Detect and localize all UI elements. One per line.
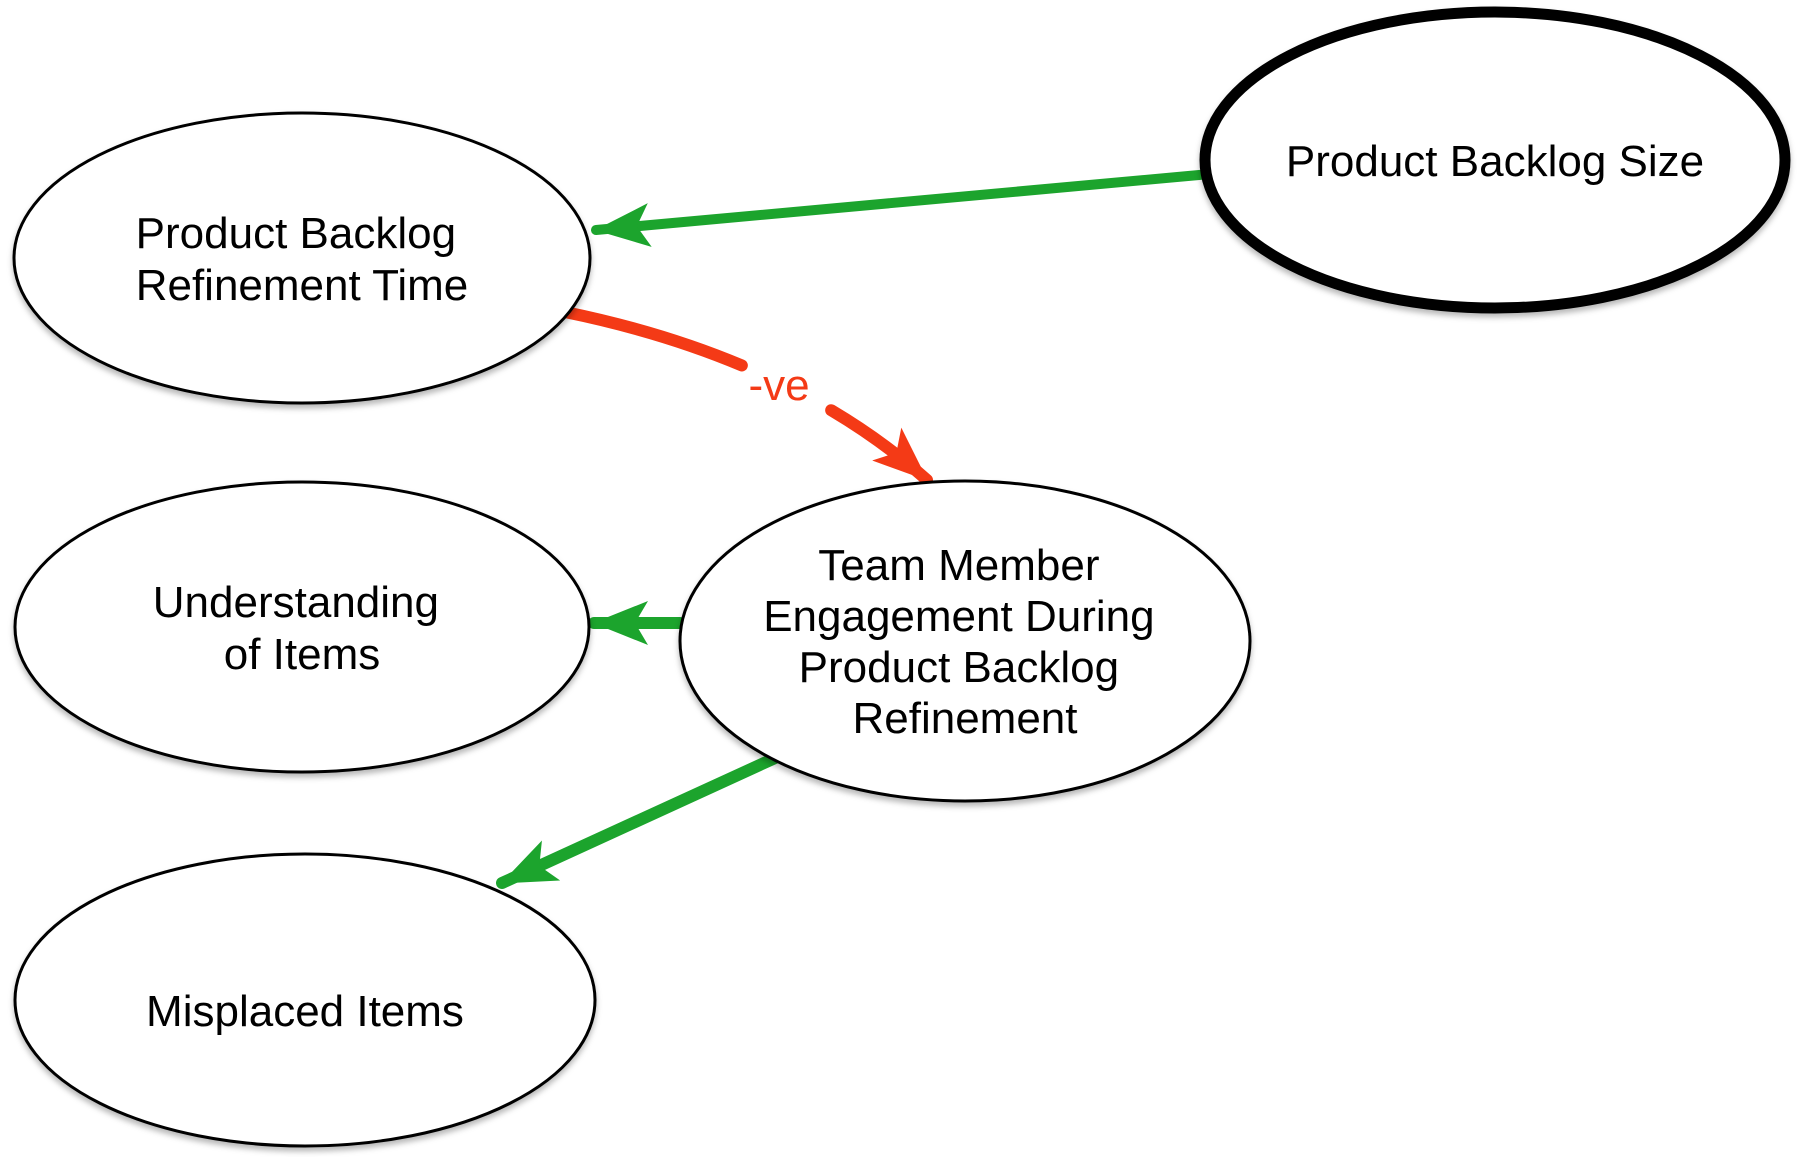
node-label-product-backlog-refinement-time: Product Backlog Refinement Time — [136, 209, 469, 310]
node-ellipse-product-backlog-size — [1199, 6, 1791, 314]
node-ellipse-team-member-engagement — [678, 479, 1252, 803]
node-ellipse-product-backlog-refinement-time — [12, 111, 592, 405]
edge-backlog-size-to-refinement-time — [591, 169, 1215, 248]
node-label-product-backlog-size: Product Backlog Size — [1286, 137, 1704, 186]
edge-label-negative: -ve — [748, 361, 809, 410]
node-label-team-member-engagement: Team Member Engagement During Product Ba… — [763, 541, 1167, 743]
node-ellipse-understanding-of-items — [13, 480, 591, 774]
node-label-understanding-of-items: Understanding of Items — [153, 578, 451, 679]
edge-refinement-time-to-engagement-negative — [559, 306, 933, 486]
node-ellipse-misplaced-items — [13, 852, 597, 1148]
node-label-misplaced-items: Misplaced Items — [146, 987, 464, 1036]
edge-engagement-to-misplaced-items — [496, 752, 781, 889]
